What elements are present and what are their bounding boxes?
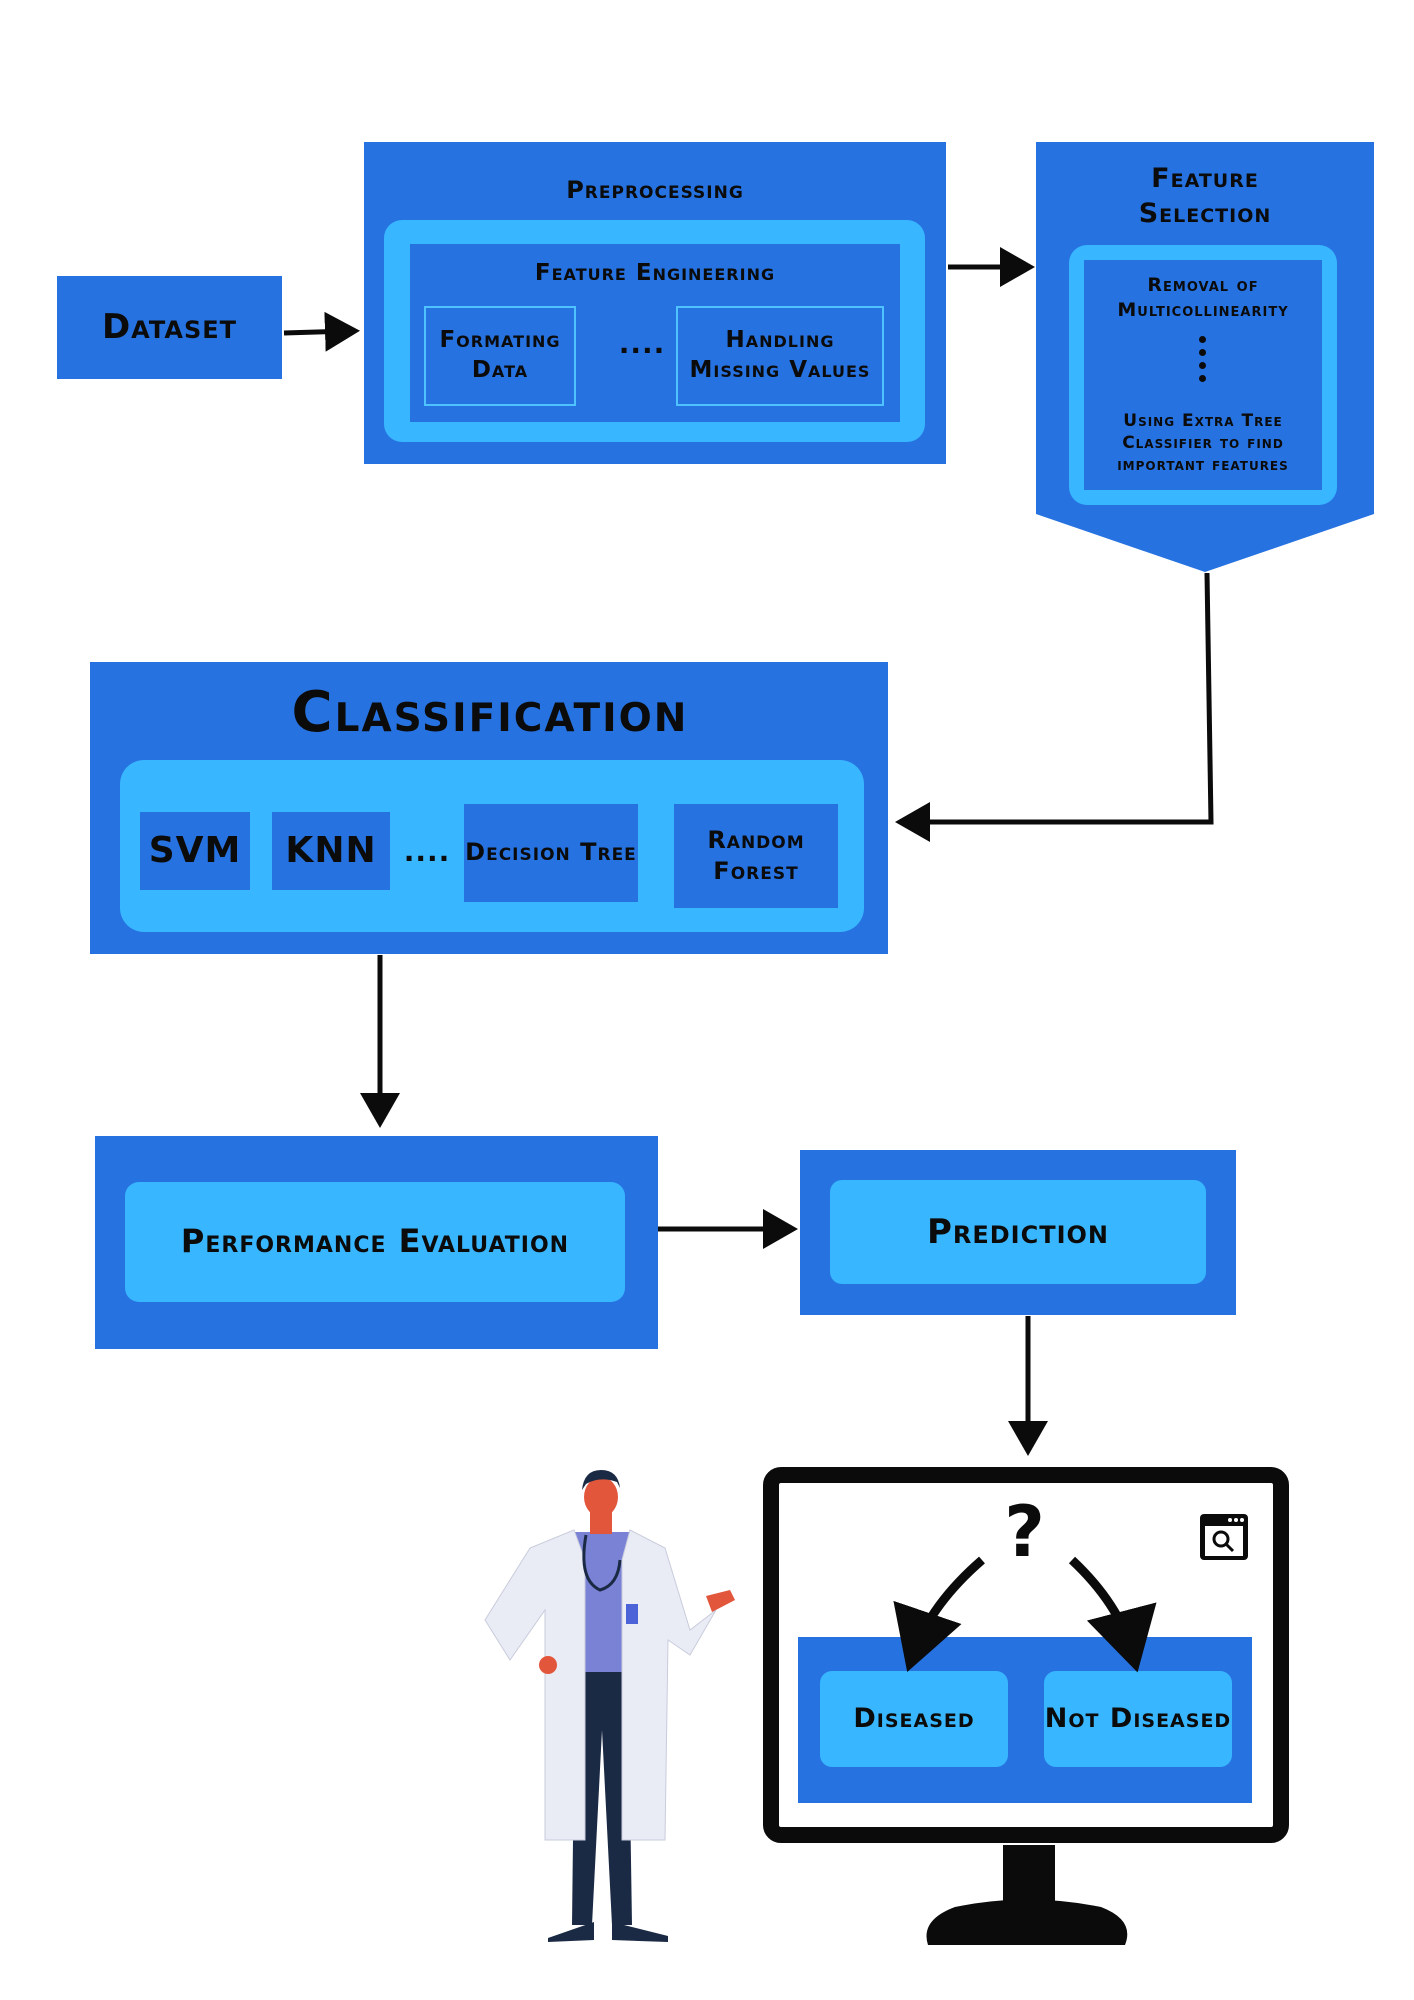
preprocessing-ellipsis: .... <box>618 326 666 360</box>
knn-box: KNN <box>272 812 390 890</box>
formating-data-box: Formating Data <box>424 306 576 406</box>
svm-box: SVM <box>140 812 250 890</box>
feature-engineering-inner: Feature Engineering Formating Data .... … <box>410 244 900 422</box>
vertical-dots <box>1197 336 1207 396</box>
performance-evaluation-label: Performance Evaluation <box>125 1182 625 1302</box>
random-forest-box: Random Forest <box>674 804 838 908</box>
feature-selection-panel: Removal of Multicollinearity Using Extra… <box>1069 245 1337 505</box>
prediction-label: Prediction <box>830 1180 1206 1284</box>
classification-ellipsis: .... <box>403 834 451 868</box>
doctor-illustration <box>484 1470 735 1942</box>
arrow-feature-selection-classification <box>895 572 1214 842</box>
arrow-curve-not-diseased <box>1068 1556 1157 1673</box>
arrow-dataset-preprocessing <box>283 311 360 352</box>
not-diseased-box: Not Diseased <box>1044 1671 1232 1767</box>
prediction-box: Prediction <box>800 1150 1236 1315</box>
preprocessing-title: Preprocessing <box>566 176 744 205</box>
dataset-box: Dataset <box>57 276 282 379</box>
search-window-icon <box>1200 1514 1248 1560</box>
feature-engineering-title: Feature Engineering <box>534 260 776 287</box>
performance-evaluation-box: Performance Evaluation <box>95 1136 658 1349</box>
question-mark: ? <box>1004 1490 1046 1573</box>
arrow-curve-diseased <box>893 1556 985 1673</box>
decision-tree-box: Decision Tree <box>464 804 638 902</box>
removal-multicollinearity-text: Removal of Multicollinearity <box>1117 274 1289 321</box>
handling-missing-values-box: Handling Missing Values <box>676 306 884 406</box>
classification-box: Classification SVM KNN .... Decision Tre… <box>90 662 888 954</box>
feature-selection-title: Feature Selection <box>1138 162 1272 229</box>
results-panel: Diseased Not Diseased <box>798 1637 1252 1803</box>
feature-selection-inner: Removal of Multicollinearity Using Extra… <box>1084 260 1322 490</box>
classification-panel: SVM KNN .... Decision Tree Random Forest <box>120 760 864 932</box>
extra-tree-text: Using Extra Tree Classifier to find impo… <box>1117 410 1289 476</box>
diseased-box: Diseased <box>820 1671 1008 1767</box>
feature-engineering-panel: Feature Engineering Formating Data .... … <box>384 220 925 442</box>
preprocessing-box: Preprocessing Feature Engineering Format… <box>364 142 946 464</box>
classification-title: Classification <box>291 679 689 745</box>
monitor-stand <box>926 1845 1128 1945</box>
